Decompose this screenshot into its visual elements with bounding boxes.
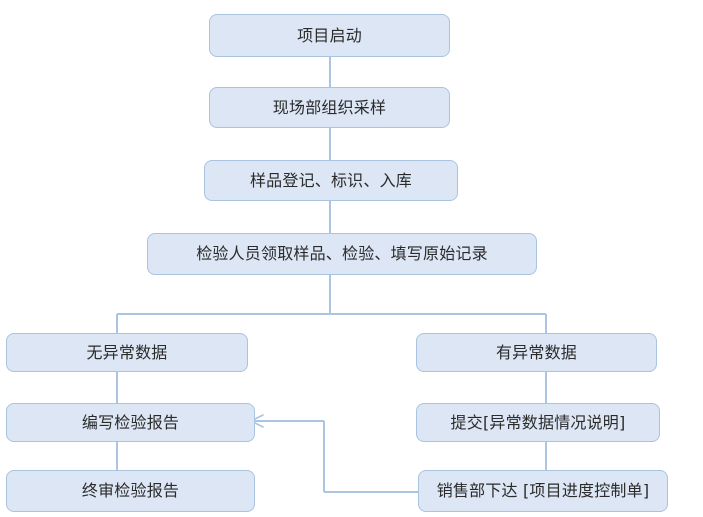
node-sales-dept-issue-label: 销售部下达 [项目进度控制单] [436,481,650,501]
node-has-abnormal-data[interactable]: 有异常数据 [416,333,657,372]
node-write-report[interactable]: 编写检验报告 [6,403,255,442]
node-sales-dept-issue[interactable]: 销售部下达 [项目进度控制单] [418,470,668,512]
node-project-start[interactable]: 项目启动 [209,14,450,57]
node-submit-abnormal-note[interactable]: 提交[异常数据情况说明] [416,403,660,442]
node-inspector-takes-sample-label: 检验人员领取样品、检验、填写原始记录 [196,244,488,264]
node-inspector-takes-sample[interactable]: 检验人员领取样品、检验、填写原始记录 [147,233,537,275]
node-site-sampling[interactable]: 现场部组织采样 [209,87,450,128]
node-no-abnormal-data[interactable]: 无异常数据 [6,333,248,372]
node-sample-registration[interactable]: 样品登记、标识、入库 [204,160,458,201]
node-final-report-label: 终审检验报告 [81,481,180,501]
node-project-start-label: 项目启动 [297,25,362,45]
node-site-sampling-label: 现场部组织采样 [272,97,387,117]
node-write-report-label: 编写检验报告 [81,412,180,432]
node-submit-abnormal-note-label: 提交[异常数据情况说明] [450,412,626,432]
node-final-report[interactable]: 终审检验报告 [6,470,255,512]
node-no-abnormal-data-label: 无异常数据 [86,342,168,362]
node-sample-registration-label: 样品登记、标识、入库 [249,170,412,190]
node-has-abnormal-data-label: 有异常数据 [495,342,577,362]
